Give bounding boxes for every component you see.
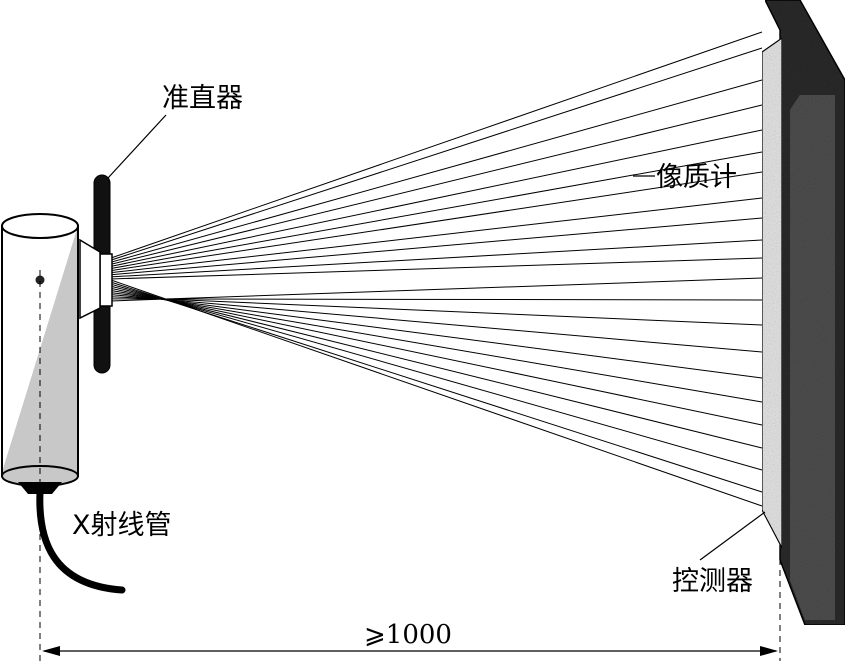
- collimator-label: 准直器: [162, 83, 243, 114]
- radiation-ray: [110, 281, 763, 493]
- distance-label: ⩾1000: [364, 620, 452, 650]
- radiation-ray: [110, 217, 763, 276]
- radiation-ray: [110, 257, 763, 280]
- radiation-ray: [110, 277, 763, 302]
- radiation-ray: [110, 151, 763, 269]
- radiation-ray: [110, 298, 763, 301]
- radiation-ray: [110, 171, 763, 272]
- radiation-ray: [110, 296, 763, 326]
- radiation-ray: [110, 239, 763, 278]
- radiation-ray: [110, 283, 763, 471]
- iqi-label: 像质计: [656, 162, 737, 193]
- collimator-leader: [107, 114, 167, 179]
- radiation-ray: [110, 289, 763, 403]
- radiation-ray: [110, 197, 763, 274]
- radiation-ray: [110, 79, 763, 263]
- radiation-ray: [110, 279, 763, 507]
- radiation-ray: [110, 104, 763, 265]
- detector-plate: [761, 0, 845, 626]
- distance-dimension: [42, 646, 778, 656]
- detector-leader: [699, 511, 766, 561]
- xray-tube-label: X射线管: [72, 510, 172, 541]
- collimator: [79, 174, 113, 374]
- radiation-ray: [110, 129, 763, 267]
- radiation-ray: [110, 31, 763, 259]
- radiation-ray: [110, 294, 763, 353]
- radiation-fan: [110, 31, 763, 507]
- detector-label: 控测器: [672, 566, 753, 597]
- power-cable: [36, 488, 126, 594]
- radiation-ray: [110, 285, 763, 449]
- radiation-ray: [110, 47, 763, 261]
- radiation-ray: [110, 287, 763, 426]
- radiation-ray: [110, 292, 763, 379]
